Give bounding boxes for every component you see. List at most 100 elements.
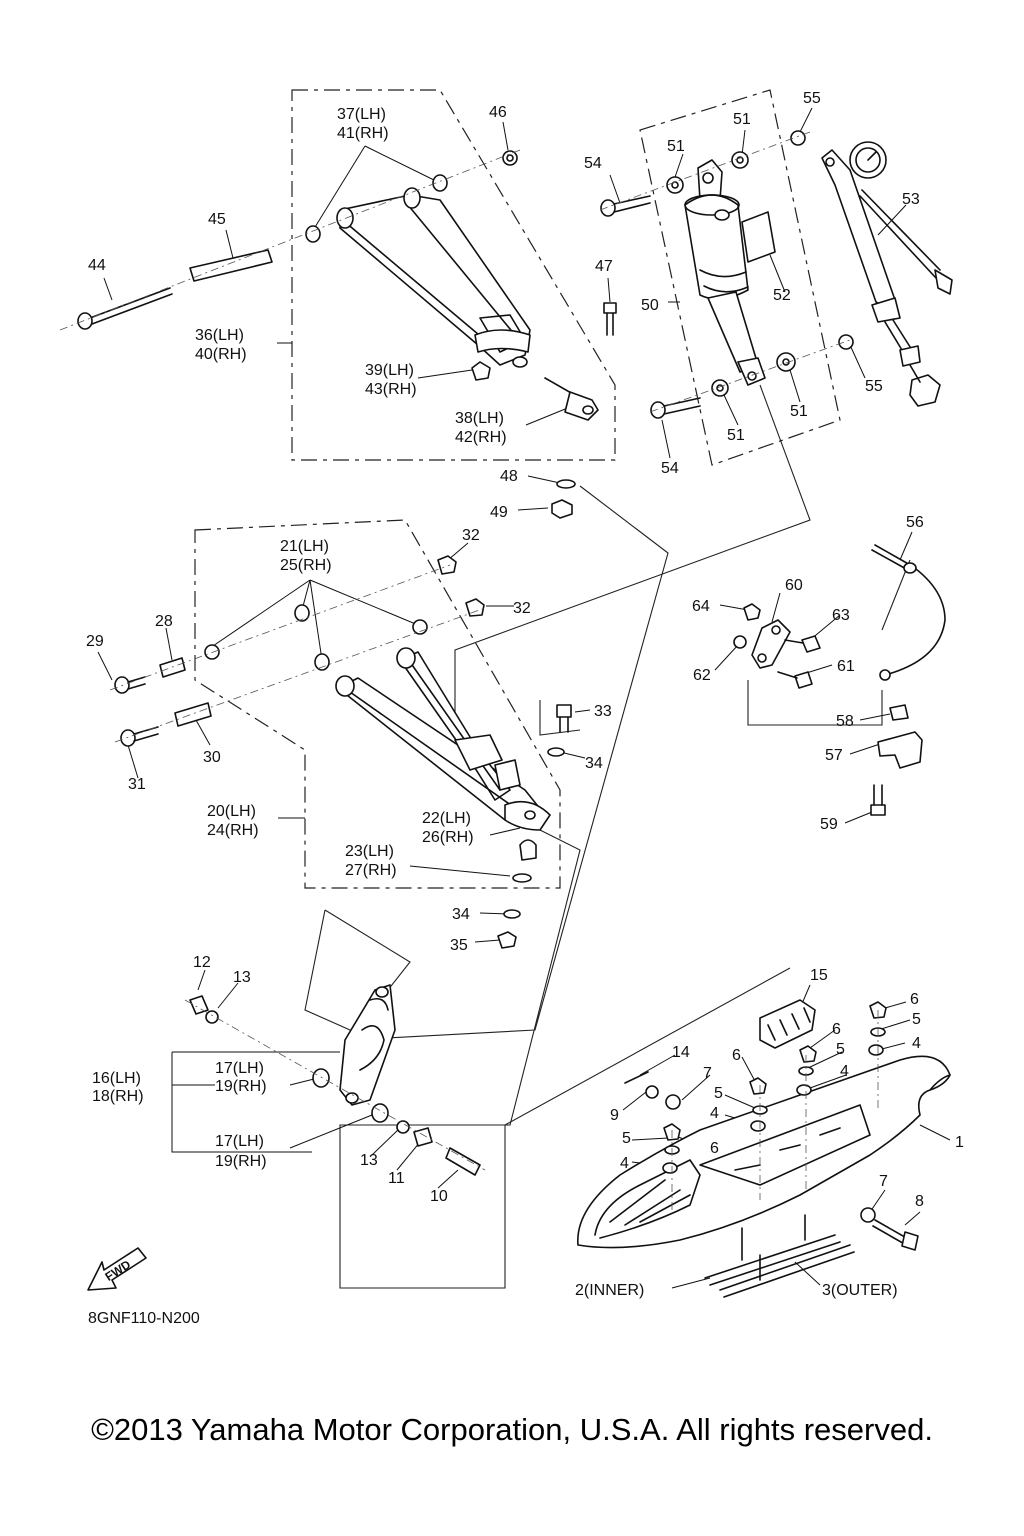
callout-5: 5 bbox=[912, 1011, 921, 1028]
callout-62: 62 bbox=[693, 667, 711, 684]
collar-32-b bbox=[465, 598, 485, 617]
callout-29: 29 bbox=[86, 633, 104, 650]
callout-20: 20(LH) bbox=[207, 803, 256, 820]
callout-8: 8 bbox=[915, 1193, 924, 1210]
label-52 bbox=[741, 211, 776, 263]
callout-5: 5 bbox=[836, 1041, 845, 1058]
callout-51: 51 bbox=[733, 111, 751, 128]
callout-13: 13 bbox=[233, 969, 251, 986]
callout-31: 31 bbox=[128, 776, 146, 793]
bushing-17-a bbox=[312, 1068, 330, 1088]
callout-46: 46 bbox=[489, 104, 507, 121]
callout-26: 26(RH) bbox=[422, 829, 474, 846]
bushing-17-b bbox=[371, 1103, 389, 1123]
bolts-29-31 bbox=[109, 564, 486, 747]
callout-17: 17(LH) bbox=[215, 1060, 264, 1077]
callout-23: 23(LH) bbox=[345, 843, 394, 860]
callout-48: 48 bbox=[500, 468, 518, 485]
link-60 bbox=[751, 619, 791, 669]
callout-22: 22(LH) bbox=[422, 810, 471, 827]
callout-50: 50 bbox=[641, 297, 659, 314]
sleeve-30 bbox=[174, 702, 212, 727]
callout-38: 38(LH) bbox=[455, 410, 504, 427]
cable-56 bbox=[871, 544, 946, 681]
callout-35: 35 bbox=[450, 937, 468, 954]
runners bbox=[704, 1214, 855, 1298]
callout-6: 6 bbox=[732, 1047, 741, 1064]
callout-41: 41(RH) bbox=[337, 125, 389, 142]
callout-52: 52 bbox=[773, 287, 791, 304]
collar-62 bbox=[733, 635, 747, 649]
ball-joint-38 bbox=[544, 377, 599, 421]
callout-57: 57 bbox=[825, 747, 843, 764]
bracket-57 bbox=[877, 731, 923, 769]
callout-61: 61 bbox=[837, 658, 855, 675]
callout-39: 39(LH) bbox=[365, 362, 414, 379]
sleeve-28 bbox=[159, 657, 186, 678]
washer-34-b bbox=[503, 909, 521, 919]
pin-10 bbox=[445, 1147, 481, 1176]
lower-arm-bushings bbox=[204, 604, 428, 671]
callout-27: 27(RH) bbox=[345, 862, 397, 879]
callout-34: 34 bbox=[585, 755, 603, 772]
callout-4: 4 bbox=[620, 1155, 629, 1172]
lower-a-arm bbox=[335, 647, 551, 831]
callout-45: 45 bbox=[208, 211, 226, 228]
callout-32: 32 bbox=[513, 600, 531, 617]
callout-53: 53 bbox=[902, 191, 920, 208]
callout-5: 5 bbox=[622, 1130, 631, 1147]
ball-joint-22 bbox=[519, 839, 537, 861]
callout-64: 64 bbox=[692, 598, 710, 615]
callout-7: 7 bbox=[879, 1173, 888, 1190]
callout-30: 30 bbox=[203, 749, 221, 766]
washer-55-top bbox=[790, 130, 806, 146]
callout-55: 55 bbox=[803, 90, 821, 107]
callout-44: 44 bbox=[88, 257, 106, 274]
lower-arm-group-box bbox=[194, 519, 561, 889]
spindle bbox=[339, 984, 396, 1106]
ski-hardware bbox=[624, 999, 919, 1251]
callout-17: 17(LH) bbox=[215, 1133, 264, 1150]
callout-10: 10 bbox=[430, 1188, 448, 1205]
callout-42: 42(RH) bbox=[455, 429, 507, 446]
nut-49 bbox=[551, 499, 573, 519]
callout-1: 1 bbox=[955, 1134, 964, 1151]
callout-14: 14 bbox=[672, 1044, 690, 1061]
washer-13-a bbox=[205, 1010, 219, 1024]
nut-35 bbox=[497, 931, 517, 949]
callout-19: 19(RH) bbox=[215, 1153, 267, 1170]
callout-13: 13 bbox=[360, 1152, 378, 1169]
callout-4: 4 bbox=[912, 1035, 921, 1052]
callout-21: 21(LH) bbox=[280, 538, 329, 555]
spindle-centerline bbox=[184, 999, 486, 1171]
callout-54: 54 bbox=[584, 155, 602, 172]
callout-5: 5 bbox=[714, 1085, 723, 1102]
callout-51: 51 bbox=[667, 138, 685, 155]
callout-59: 59 bbox=[820, 816, 838, 833]
bolt-33 bbox=[556, 704, 572, 733]
callout-51: 51 bbox=[727, 427, 745, 444]
callout-24: 24(RH) bbox=[207, 822, 259, 839]
callout-47: 47 bbox=[595, 258, 613, 275]
bolt-59 bbox=[870, 784, 886, 816]
upper-arm-group-box bbox=[291, 89, 616, 461]
bolts-54 bbox=[599, 131, 851, 419]
callout-6: 6 bbox=[910, 991, 919, 1008]
bolt-47 bbox=[603, 302, 617, 336]
washer-23 bbox=[512, 873, 532, 883]
callout-16: 16(LH) bbox=[92, 1070, 141, 1087]
callout-3: 3(OUTER) bbox=[822, 1282, 898, 1299]
washer-34-a bbox=[547, 747, 565, 757]
callout-49: 49 bbox=[490, 504, 508, 521]
washer-48 bbox=[556, 479, 576, 489]
callout-36: 36(LH) bbox=[195, 327, 244, 344]
ski bbox=[577, 1055, 951, 1249]
callout-60: 60 bbox=[785, 577, 803, 594]
shock-absorber bbox=[684, 159, 766, 386]
callout-54: 54 bbox=[661, 460, 679, 477]
copyright-notice: ©2013 Yamaha Motor Corporation, U.S.A. A… bbox=[91, 1412, 933, 1447]
washer-55-bottom bbox=[838, 334, 854, 350]
callout-25: 25(RH) bbox=[280, 557, 332, 574]
collars-51 bbox=[666, 151, 796, 397]
